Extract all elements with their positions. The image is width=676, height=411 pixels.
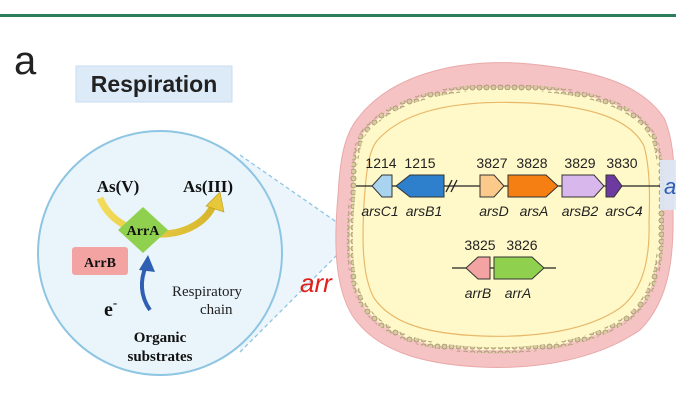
arrA-label: ArrA <box>127 224 161 239</box>
organic-substrates-line2: substrates <box>127 349 192 365</box>
zoom-line-lower <box>239 243 349 353</box>
edge-label-box <box>660 160 676 210</box>
gene-name-arsC4: arsC4 <box>605 203 643 219</box>
electron-label: e- <box>104 295 117 321</box>
gene-id-3825: 3825 <box>464 237 495 253</box>
gene-arsA <box>507 174 559 198</box>
gene-arsB2 <box>561 174 605 198</box>
gene-name-arsA: arsA <box>520 203 549 219</box>
arrB-protein <box>72 247 128 275</box>
gene-name-arsC1: arsC1 <box>361 203 398 219</box>
gene-id-3828: 3828 <box>516 155 547 171</box>
gene-name-arsD: arsD <box>479 203 509 219</box>
gene-arsC1 <box>371 174 393 198</box>
circle-bg <box>37 130 283 376</box>
zoom-line-upper <box>239 154 349 231</box>
title-box: Respiration <box>75 65 233 103</box>
break-mark-2 <box>450 179 458 193</box>
product-label: As(III) <box>183 177 233 196</box>
gene-arrB <box>465 256 491 280</box>
gene-id-3826: 3826 <box>506 237 537 253</box>
gene-id-1215: 1215 <box>404 155 435 171</box>
reaction-circle: As(V) As(III) ArrB ArrA e- Respiratory c… <box>37 130 283 376</box>
gene-cluster-row1: 1214 1215 3827 3828 3829 3830 arsC1 arsB… <box>356 155 660 219</box>
break-mark-1 <box>445 179 453 193</box>
panel-letter: a <box>14 39 37 83</box>
bacterial-cell <box>335 62 675 368</box>
top-rule <box>0 14 676 17</box>
gene-name-arrA: arrA <box>505 285 531 301</box>
gene-arsB1 <box>395 174 445 198</box>
substrate-label: As(V) <box>97 177 140 196</box>
gene-id-3827: 3827 <box>476 155 507 171</box>
gene-name-arsB1: arsB1 <box>406 203 443 219</box>
gene-name-arsB2: arsB2 <box>562 203 599 219</box>
gene-id-1214: 1214 <box>365 155 396 171</box>
arrA-protein <box>118 207 168 253</box>
gene-id-3829: 3829 <box>564 155 595 171</box>
arr-label: arr <box>300 268 333 298</box>
arrB-label: ArrB <box>84 256 116 271</box>
respiratory-chain-line2: chain <box>200 302 233 318</box>
conversion-arrowhead <box>205 191 225 213</box>
respiratory-chain-line1: Respiratory <box>172 284 242 300</box>
gene-arsD <box>479 174 505 198</box>
gene-cluster-row2: 3825 3826 arrB arrA <box>452 237 556 301</box>
gene-name-arrB: arrB <box>465 285 491 301</box>
title-text: Respiration <box>91 71 218 97</box>
cell-inner-line <box>362 101 651 337</box>
electron-arrowhead <box>139 255 155 272</box>
gene-arrA <box>493 256 545 280</box>
gene-id-3830: 3830 <box>606 155 637 171</box>
edge-letter: a <box>664 174 676 199</box>
organic-substrates-line1: Organic <box>134 330 187 346</box>
gene-arsC4 <box>605 174 623 198</box>
cell-membrane <box>346 84 665 354</box>
